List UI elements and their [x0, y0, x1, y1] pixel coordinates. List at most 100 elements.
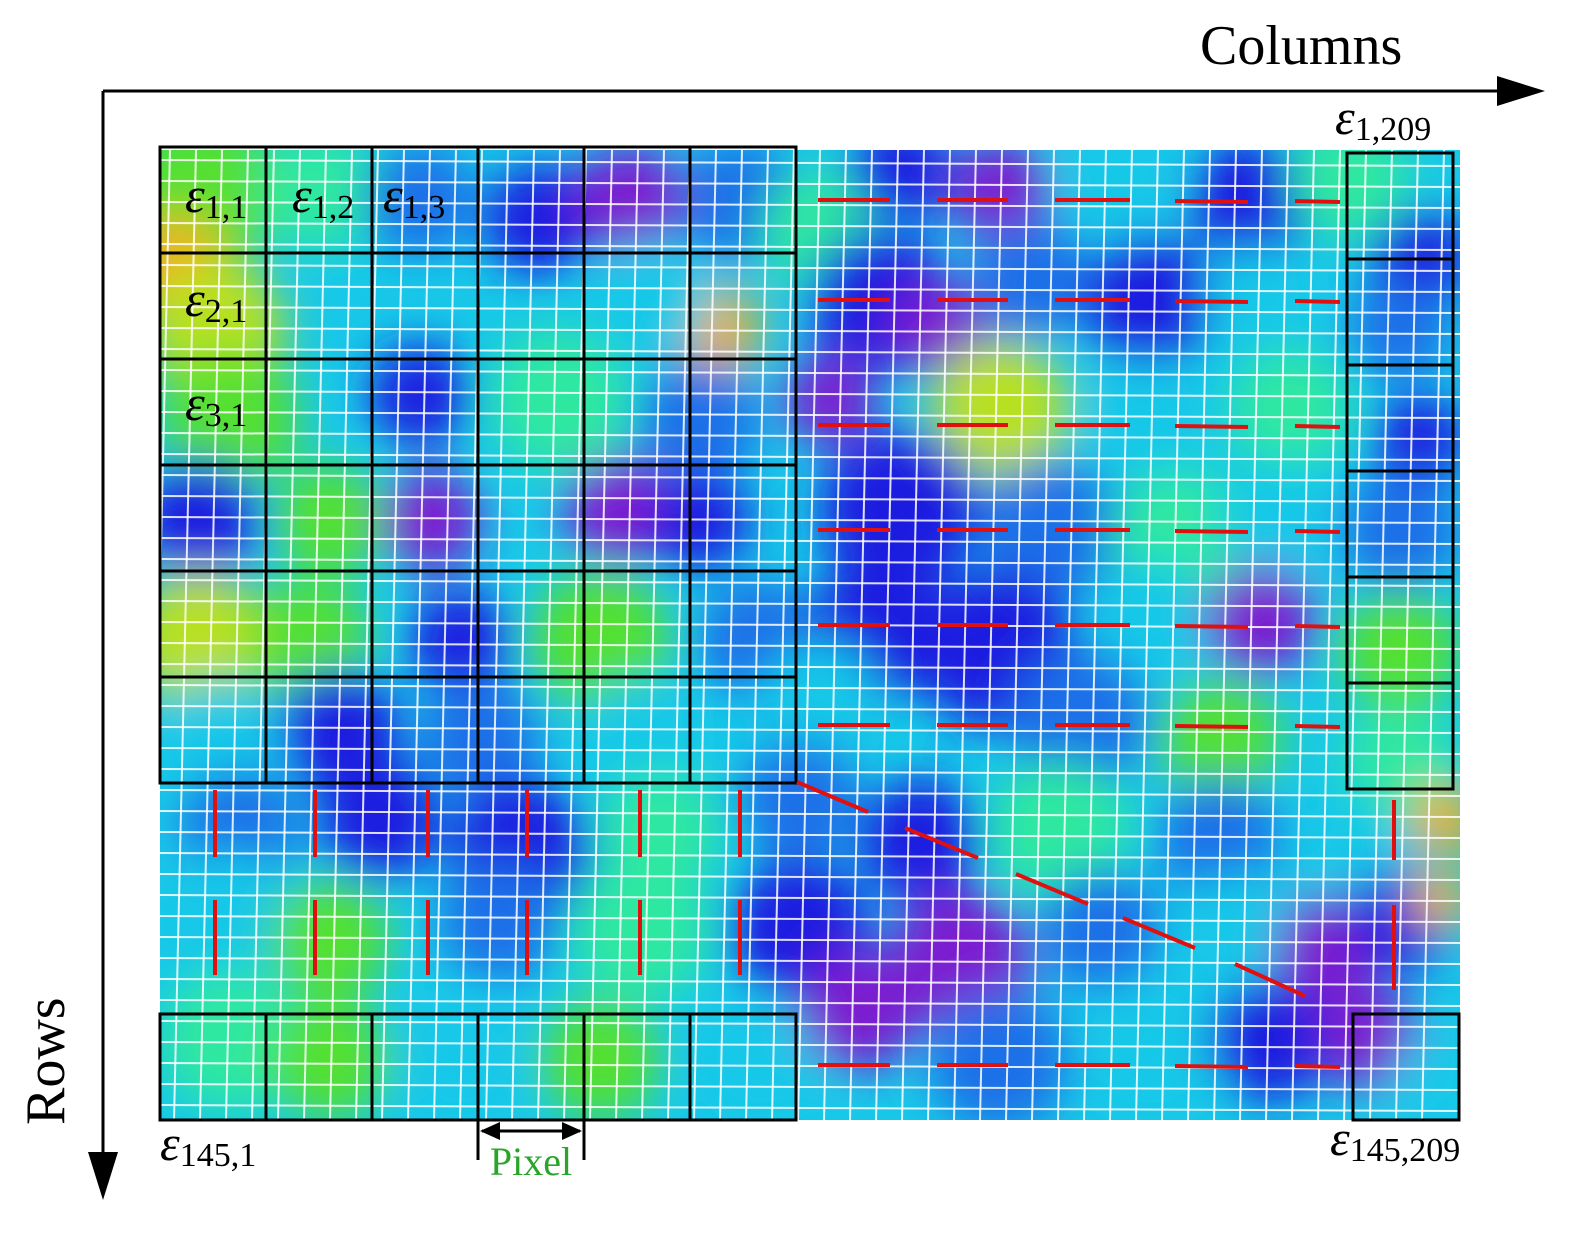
mesh-column-line: [277, 150, 301, 1120]
pixel-marker-right-arrow: [562, 1122, 582, 1140]
cell-label-sub: 145,209: [1350, 1132, 1461, 1169]
cell-label-3-1: ε3,1: [185, 375, 247, 434]
mesh-column-line: [1343, 150, 1367, 1120]
contour-blob: [575, 150, 685, 255]
horizontal-dash: [1174, 1064, 1249, 1069]
horizontal-dash: [1174, 424, 1249, 429]
mesh-column-line: [745, 150, 769, 1120]
horizontal-dash: [1174, 199, 1249, 204]
mesh-column-line: [329, 150, 353, 1120]
horizontal-dash: [1174, 724, 1249, 729]
cell-label-sub: 3,1: [205, 397, 248, 434]
cell-label-2-1: ε2,1: [185, 271, 247, 330]
mesh-row-line: [160, 915, 1460, 923]
contour-blob: [400, 1000, 520, 1120]
mesh-column-line: [160, 150, 171, 636]
mesh-column-line: [1109, 150, 1133, 1120]
mesh-column-line: [381, 150, 405, 1120]
contour-blob: [485, 165, 595, 275]
mesh-column-line: [1421, 150, 1445, 1120]
epsilon-symbol: ε: [185, 271, 205, 327]
mesh-row-line: [160, 159, 1460, 167]
mesh-row-line: [160, 873, 1460, 881]
contour-blob: [540, 1000, 660, 1120]
mesh-row-line: [160, 1083, 1460, 1091]
cell-label-145-209: ε145,209: [1330, 1110, 1460, 1169]
cell-label-sub: 1,2: [312, 189, 355, 226]
mesh-column-line: [615, 150, 639, 1120]
mesh-column-line: [927, 150, 951, 1120]
mesh-row-line: [160, 432, 1460, 440]
contour-blob: [565, 455, 675, 565]
cell-label-sub: 1,1: [205, 189, 248, 226]
horizontal-dash: [1174, 529, 1249, 534]
horizontal-dash: [1294, 724, 1341, 729]
pixel-size-marker: Pixel: [476, 1120, 586, 1184]
cell-label-sub: 145,1: [180, 1137, 257, 1174]
contour-blob: [280, 670, 400, 790]
contour-blob: [380, 470, 480, 570]
top-left-block: [158, 145, 798, 785]
mesh-row-line: [160, 474, 1460, 482]
mesh-row-line: [160, 306, 1460, 314]
contour-blob: [370, 345, 470, 445]
contour-blob: [860, 780, 980, 900]
mesh-column-line: [1031, 150, 1055, 1120]
contour-blob: [1090, 360, 1210, 480]
columns-axis-arrowhead: [1497, 76, 1545, 106]
contour-blob: [1340, 470, 1460, 590]
mesh-column-line: [875, 150, 899, 1120]
mesh-column-line: [1395, 150, 1419, 1120]
mesh-row-line: [160, 369, 1460, 377]
contour-blob: [1390, 1040, 1460, 1120]
rows-axis-label: Rows: [15, 997, 77, 1125]
mesh-column-line: [667, 150, 691, 1120]
mesh-row-line: [160, 642, 1460, 650]
mesh-row-line: [160, 831, 1460, 839]
contour-blob: [1010, 650, 1150, 790]
mesh-row-line: [160, 768, 1460, 776]
mesh-column-line: [589, 150, 613, 1120]
horizontal-dash: [1294, 624, 1341, 629]
mesh-row-line: [160, 264, 1460, 272]
mesh-column-line: [433, 150, 457, 1120]
horizontal-dash: [1294, 424, 1341, 429]
horizontal-dash: [1174, 299, 1249, 304]
cell-label-sub: 1,3: [403, 189, 446, 226]
mesh-row-line: [160, 453, 1460, 461]
cell-label-sub: 1,209: [1355, 111, 1432, 148]
mesh-column-line: [797, 150, 821, 1120]
mesh-row-line: [160, 1020, 1460, 1028]
contour-blob: [580, 680, 700, 800]
mesh-column-line: [1161, 150, 1185, 1120]
contour-blob: [760, 640, 880, 760]
mesh-column-line: [641, 150, 665, 1120]
mesh-row-line: [160, 810, 1460, 818]
mesh-column-line: [355, 150, 379, 1120]
contour-blob: [1210, 980, 1330, 1100]
contour-blob: [1230, 350, 1350, 470]
mesh-column-line: [225, 150, 249, 1120]
contour-blob: [700, 1000, 820, 1120]
contour-blob: [160, 570, 270, 710]
pixel-label: Pixel: [490, 1139, 572, 1184]
mesh-column-line: [849, 150, 873, 1120]
contour-blob: [1190, 150, 1310, 260]
contour-blob: [970, 220, 1090, 340]
cell-label-145-1: ε145,1: [160, 1115, 256, 1174]
mesh-row-line: [160, 495, 1460, 503]
mesh-column-line: [1005, 150, 1029, 1120]
contour-blob: [1060, 150, 1180, 240]
horizontal-dash: [1294, 1064, 1341, 1069]
mesh-column-line: [979, 150, 1003, 1120]
pixel-marker-left-arrow: [480, 1122, 500, 1140]
contour-blob: [800, 950, 920, 1070]
mesh-column-line: [1265, 150, 1289, 1120]
contour-blob: [1080, 980, 1220, 1120]
mesh-column-line: [823, 150, 847, 1120]
mesh-column-line: [719, 150, 743, 1120]
mesh-row-line: [160, 684, 1460, 692]
right-column-block: [1345, 151, 1455, 791]
mesh-column-line: [1083, 150, 1107, 1120]
